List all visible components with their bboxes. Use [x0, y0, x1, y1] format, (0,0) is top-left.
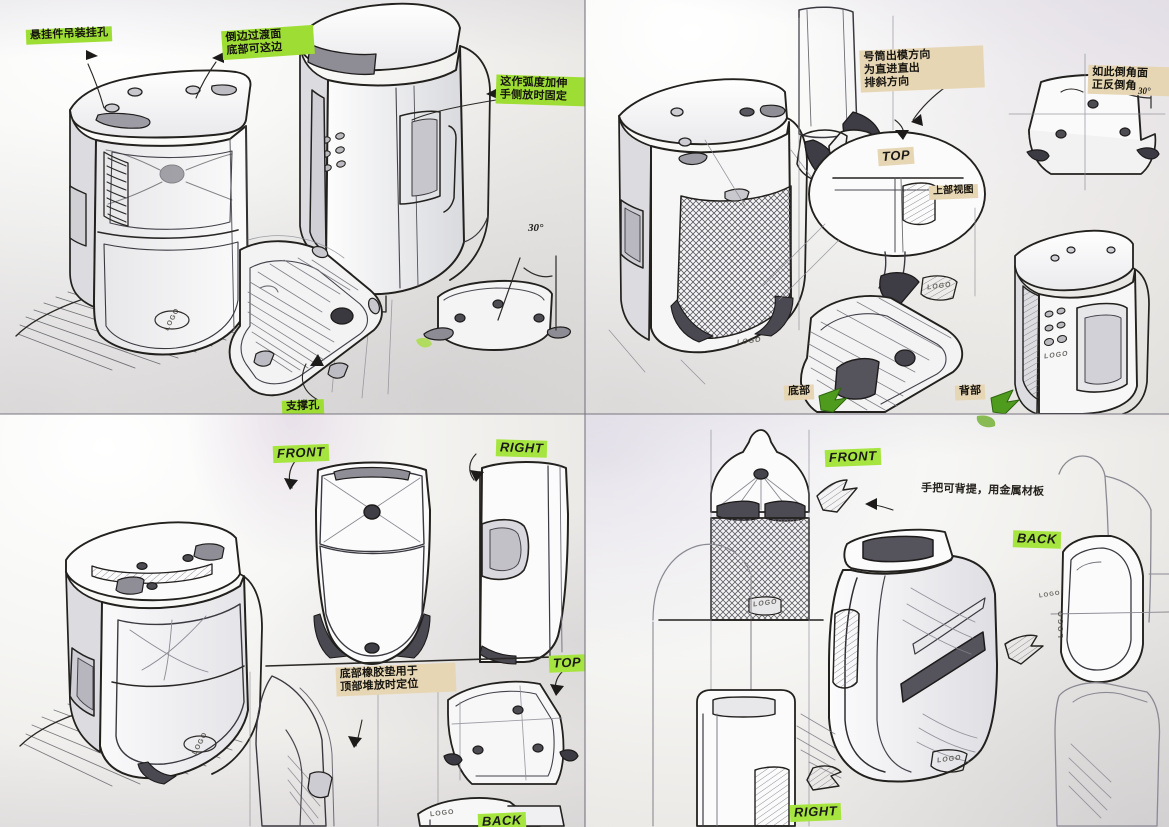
view-label-back-panel3: BACK: [477, 812, 527, 827]
annotation-support-hole: 支撑孔: [281, 399, 324, 414]
annotation-bottom-part: 底部: [783, 384, 815, 401]
sketch-drawing-4: [652, 415, 1169, 827]
annotation-chamfer-both-sides: 如此倒角面正反倒角: [1087, 64, 1169, 97]
view-label-front-panel3: FRONT: [272, 443, 330, 463]
panel-bottom-left: FRONT RIGHT TOP BACK 底部橡胶垫用于顶部堆放时定位 LOGO…: [0, 414, 585, 827]
annotation-arc-side-fix: 这作弧度加伸手侧放时固定: [495, 74, 585, 107]
sketch-drawing-3: [19, 453, 585, 827]
annotation-back-part: 背部: [954, 384, 986, 401]
view-label-right-panel4: RIGHT: [789, 802, 842, 822]
view-label-front-panel4: FRONT: [824, 447, 882, 467]
sketch-drawing-2: [608, 6, 1166, 414]
view-label-back-panel4: BACK: [1012, 530, 1062, 549]
view-label-right-panel3: RIGHT: [495, 439, 548, 458]
annotation-horn-draft-direction: 号筒出模方向为直进直出排斜方向: [859, 45, 985, 93]
panel-top-right: 号筒出模方向为直进直出排斜方向 如此倒角面正反倒角 TOP 上部视图 底部 背部…: [585, 0, 1169, 414]
sketch-drawing-1: [15, 2, 571, 401]
annotation-upper-view: 上部视图: [928, 183, 979, 200]
panel-top-left: 悬挂件吊装挂孔 倒边过渡面底部可这边 这作弧度加伸手侧放时固定 支撑孔 30° …: [0, 0, 585, 414]
panel-divider-horizontal: [0, 413, 1169, 415]
angle-label-30deg-panel2: 30°: [1138, 86, 1151, 96]
annotation-rubber-pad-stacking: 底部橡胶垫用于顶部堆放时定位: [335, 662, 457, 697]
view-label-top-panel3: TOP: [548, 654, 585, 673]
angle-label-30deg-panel1: 30°: [528, 222, 544, 234]
annotation-top-view-label: TOP: [877, 146, 915, 167]
panel-bottom-right: FRONT BACK RIGHT 手把可背提，用金属材板 LOGO LOGO L…: [585, 414, 1169, 827]
logo-mark-panel4-d: LOGO: [1057, 609, 1065, 638]
